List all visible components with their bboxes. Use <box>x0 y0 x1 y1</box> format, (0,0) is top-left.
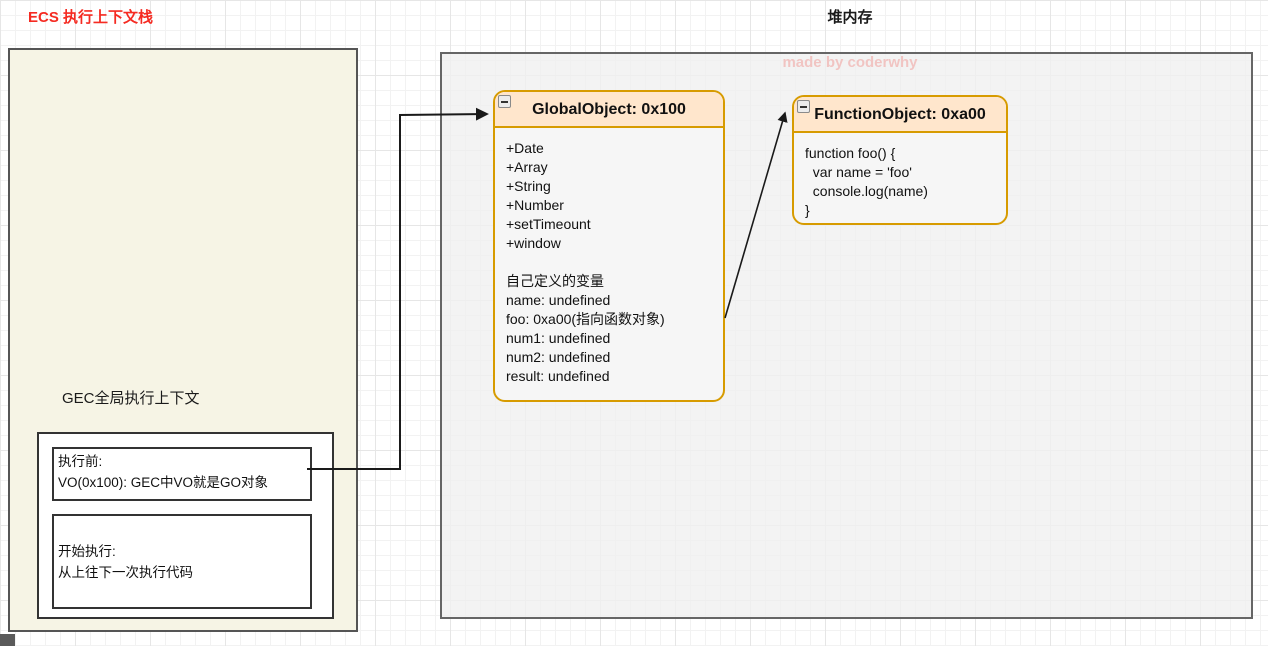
variable-entry: foo: 0xa00(指向函数对象) <box>506 311 665 327</box>
builtin-property: +Number <box>506 197 564 213</box>
builtin-property: +setTimeount <box>506 216 591 232</box>
minus-glyph <box>800 106 807 108</box>
collapse-minus-icon[interactable] <box>797 100 810 113</box>
code-line: console.log(name) <box>805 183 928 199</box>
variable-entry: result: undefined <box>506 368 610 384</box>
builtin-property: +String <box>506 178 551 194</box>
variable-entry: num2: undefined <box>506 349 611 365</box>
gec-context-box: 执行前: VO(0x100): GEC中VO就是GO对象 开始执行: 从上往下一… <box>37 432 334 619</box>
variable-entry: name: undefined <box>506 292 611 308</box>
execution-stack-container: GEC全局执行上下文 执行前: VO(0x100): GEC中VO就是GO对象 … <box>8 48 358 632</box>
start-execution-line2: 从上往下一次执行代码 <box>58 564 193 580</box>
function-object-header: FunctionObject: 0xa00 <box>794 97 1006 133</box>
before-execution-line1: 执行前: <box>58 454 103 469</box>
function-object-body: function foo() { var name = 'foo' consol… <box>794 133 1006 220</box>
blank-line <box>506 253 713 272</box>
code-line: function foo() { <box>805 145 896 161</box>
cropped-shape-fragment <box>0 634 15 646</box>
custom-variables-label: 自己定义的变量 <box>506 273 604 289</box>
before-execution-line2: VO(0x100): GEC中VO就是GO对象 <box>58 475 269 490</box>
collapse-minus-icon[interactable] <box>498 95 511 108</box>
code-line: var name = 'foo' <box>805 164 912 180</box>
builtin-property: +window <box>506 235 561 251</box>
global-object-box: GlobalObject: 0x100 +Date +Array +String… <box>493 90 725 402</box>
before-execution-note: 执行前: VO(0x100): GEC中VO就是GO对象 <box>52 447 312 501</box>
minus-glyph <box>501 101 508 103</box>
code-line: } <box>805 202 810 218</box>
variable-entry: num1: undefined <box>506 330 611 346</box>
global-object-header: GlobalObject: 0x100 <box>495 92 723 128</box>
function-object-box: FunctionObject: 0xa00 function foo() { v… <box>792 95 1008 225</box>
execution-stack-title: ECS 执行上下文栈 <box>28 9 154 26</box>
start-execution-line1: 开始执行: <box>58 543 116 559</box>
global-object-body: +Date +Array +String +Number +setTimeoun… <box>495 128 723 386</box>
builtin-property: +Array <box>506 159 548 175</box>
heap-memory-title: 堆内存 <box>827 9 873 26</box>
start-execution-note: 开始执行: 从上往下一次执行代码 <box>52 514 312 609</box>
builtin-property: +Date <box>506 140 544 156</box>
gec-label: GEC全局执行上下文 <box>62 390 200 407</box>
